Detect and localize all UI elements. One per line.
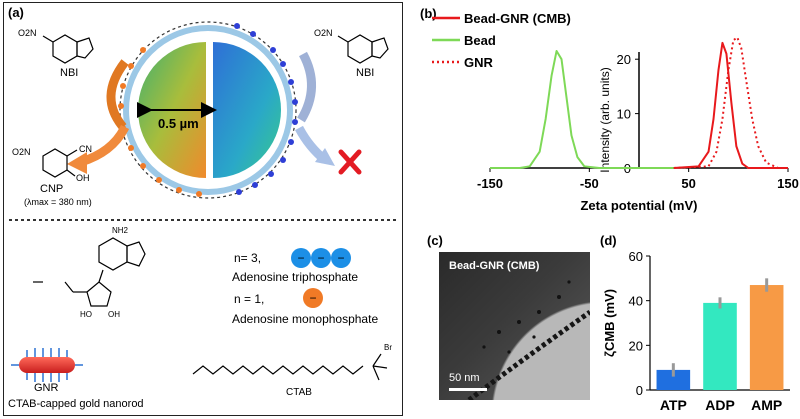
zeta-bar-chart: 0 20 40 60 ζCMB (mV) ATP ADP AMP <box>602 249 790 413</box>
tem-image: Bead-GNR (CMB) 50 nm <box>439 252 590 400</box>
legend-label-1: Bead <box>464 33 496 48</box>
lambda-label: (λmax = 380 nm) <box>24 197 92 207</box>
nh2-label: NH2 <box>112 226 129 235</box>
cn-label: CN <box>79 144 92 154</box>
ctab-head <box>372 353 388 381</box>
nbi-label-left: NBI <box>60 67 79 79</box>
y-tick-label: 20 <box>629 338 643 353</box>
adenosine-structure <box>33 237 146 307</box>
svg-text:−: − <box>337 251 344 265</box>
bar-amp <box>749 285 784 390</box>
no2-label-left: O2N <box>18 28 37 38</box>
bead-right-half <box>213 42 281 178</box>
arrow-blocked-head <box>315 148 335 166</box>
category-label: ADP <box>705 397 735 413</box>
panel-c-label: (c) <box>427 233 443 248</box>
legend-label-0: Bead-GNR (CMB) <box>464 11 571 26</box>
y-tick-label: 60 <box>629 249 643 264</box>
arrow-cnp-head <box>67 152 87 174</box>
x-tick-label: 150 <box>777 176 799 191</box>
ctab-label: CTAB <box>286 387 312 398</box>
tem-scalebar <box>449 388 487 391</box>
y-axis-label: ζCMB (mV) <box>602 289 617 357</box>
cnp-label: CNP <box>40 183 64 195</box>
amp-name: Adenosine monophosphate <box>232 312 379 326</box>
x-tick-label: -50 <box>580 176 599 191</box>
arrow-nbi-right <box>297 51 316 123</box>
atp-name: Adenosine triphosphate <box>232 270 359 284</box>
bar-adp <box>703 302 737 390</box>
no2-label-cnp: O2N <box>12 147 31 157</box>
y-axis-label: Intensity (arb. units) <box>598 67 612 172</box>
bar-atp <box>656 369 691 390</box>
panel-a-label: (a) <box>8 5 24 20</box>
cnp-structure <box>42 148 78 178</box>
nbi-structure-left <box>42 34 94 64</box>
series-line-1 <box>490 50 674 169</box>
tem-particles <box>467 280 590 400</box>
legend-label-2: GNR <box>464 55 494 70</box>
svg-text:−: − <box>297 251 304 265</box>
gnr-description: CTAB-capped gold nanorod <box>8 398 144 410</box>
amp-count: n = 1, <box>234 292 265 306</box>
category-label: ATP <box>660 397 687 413</box>
nbi-label-right: NBI <box>356 67 375 79</box>
y-tick-label: 0 <box>636 383 643 398</box>
atp-count: n= 3, <box>234 251 262 265</box>
gnr-title: GNR <box>34 382 59 394</box>
panel-d-label: (d) <box>600 233 617 248</box>
oh-sugar-label: OH <box>108 310 120 319</box>
x-axis-label: Zeta potential (mV) <box>580 198 697 213</box>
gnr-icon <box>11 348 83 382</box>
oh-label: OH <box>76 173 90 183</box>
svg-text:−: − <box>317 251 324 265</box>
atp-icon: − − − <box>291 248 351 268</box>
nbi-structure-right <box>337 34 389 64</box>
amp-icon: − <box>303 288 323 308</box>
br-label: Br <box>384 343 392 352</box>
no2-label-right: O2N <box>314 28 333 38</box>
tem-title: Bead-GNR (CMB) <box>449 260 540 272</box>
y-tick-label: 20 <box>617 52 631 67</box>
scale-label: 0.5 µm <box>158 116 199 131</box>
x-tick-label: -150 <box>477 176 503 191</box>
y-tick-label: 10 <box>617 107 631 122</box>
ctab-chain <box>192 365 364 375</box>
panel-a-artwork: − − − − <box>9 21 398 382</box>
y-tick-label: 40 <box>629 294 643 309</box>
x-tick-label: 50 <box>681 176 695 191</box>
ho-label: HO <box>80 310 92 319</box>
cross-icon <box>338 149 362 175</box>
series-line-2 <box>673 36 788 169</box>
arrow-nbi-left <box>106 59 129 130</box>
series-line-0 <box>673 41 788 169</box>
category-label: AMP <box>751 397 782 413</box>
svg-text:−: − <box>309 291 316 305</box>
atp-beads-right <box>234 23 298 195</box>
tem-scalebar-label: 50 nm <box>449 372 480 384</box>
panel-a <box>3 2 403 416</box>
